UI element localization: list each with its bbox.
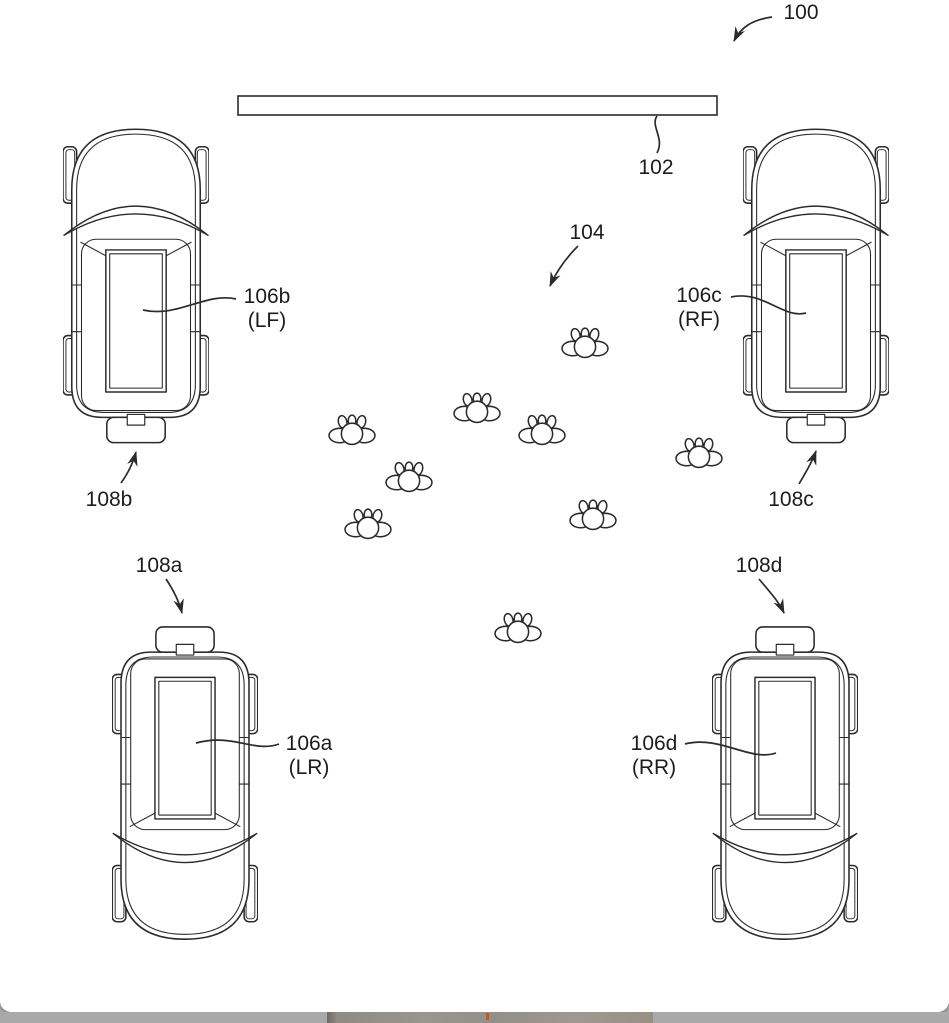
person-icon <box>494 611 542 644</box>
label-106c-rf: 106c (RF) <box>668 284 730 332</box>
person-icon <box>675 436 723 469</box>
leader-lines <box>120 16 817 756</box>
label-106a-lr: 106a (LR) <box>279 732 339 780</box>
label-108a: 108a <box>135 554 183 577</box>
arrow-108b <box>120 450 138 484</box>
background-photo-edge <box>327 1012 653 1023</box>
display-ref-text: 106c <box>676 284 722 307</box>
person-icon <box>569 498 617 531</box>
label-106d-rr: 106d (RR) <box>623 732 685 780</box>
leader-106d <box>684 741 777 756</box>
label-104: 104 <box>569 221 605 244</box>
position-abbr-text: (RF) <box>678 308 720 331</box>
label-108d: 108d <box>735 554 783 577</box>
vehicles-group <box>63 128 889 940</box>
person-icon <box>344 507 392 540</box>
person-icon <box>328 413 376 446</box>
person-icon <box>385 460 433 493</box>
position-abbr-text: (LF) <box>247 309 287 332</box>
label-108c: 108c <box>768 488 814 511</box>
display-ref-text: 106d <box>630 732 678 755</box>
arrow-108d <box>758 578 785 614</box>
arrow-108a <box>165 578 184 615</box>
leader-102 <box>654 115 661 154</box>
leader-106a <box>195 739 280 748</box>
arrow-104 <box>549 245 579 287</box>
label-106b-lf: 106b (LF) <box>237 285 297 333</box>
vehicle-right-rear <box>712 626 858 940</box>
background-photo-detail <box>486 1013 489 1020</box>
vehicle-left-rear <box>112 626 258 940</box>
leader-106c <box>730 295 807 315</box>
label-108b: 108b <box>85 488 133 511</box>
arrow-108c <box>798 449 817 485</box>
leader-106b <box>142 297 237 313</box>
position-abbr-text: (RR) <box>631 756 677 779</box>
person-icon <box>561 326 609 359</box>
audience-group <box>328 326 723 644</box>
person-icon <box>518 413 566 446</box>
display-ref-text: 106a <box>285 732 333 755</box>
display-screen-102 <box>237 95 718 116</box>
vehicle-left-front <box>63 128 209 444</box>
label-100: 100 <box>783 1 819 24</box>
arrow-100 <box>733 16 773 42</box>
vehicle-right-front <box>743 128 889 444</box>
position-abbr-text: (LR) <box>288 756 330 779</box>
display-ref-text: 106b <box>243 285 291 308</box>
person-icon <box>453 391 501 424</box>
label-102: 102 <box>638 156 674 179</box>
